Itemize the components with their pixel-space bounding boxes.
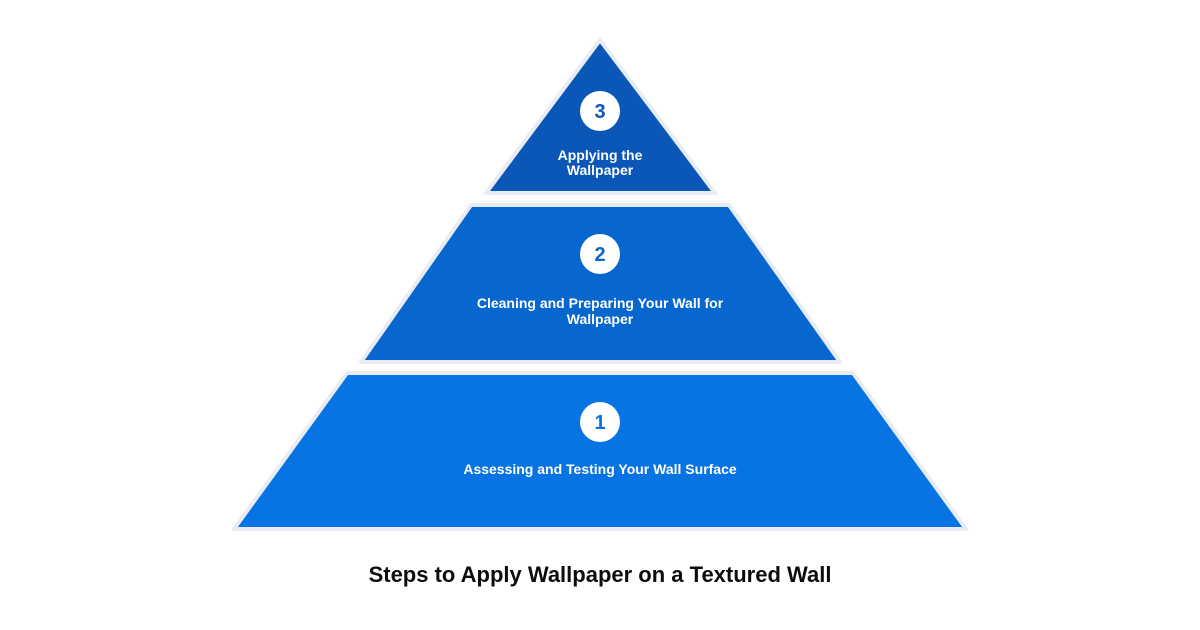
badge-2-number: 2 <box>594 244 605 266</box>
label-1: Assessing and Testing Your Wall Surface <box>463 461 737 477</box>
label-2-line: Cleaning and Preparing Your Wall for <box>477 295 724 311</box>
badge-2-circle <box>580 234 620 274</box>
tier-1-shape <box>232 371 968 531</box>
badge-1-circle <box>580 402 620 442</box>
badge-3-number: 3 <box>594 101 605 123</box>
badge-1-number: 1 <box>594 412 605 434</box>
label-1-line: Assessing and Testing Your Wall Surface <box>463 461 737 477</box>
diagram-caption: Steps to Apply Wallpaper on a Textured W… <box>368 562 832 587</box>
tier-2-shape <box>359 203 842 364</box>
badge-3-circle <box>580 91 620 131</box>
label-2-line: Wallpaper <box>567 311 634 327</box>
label-3-line: Wallpaper <box>567 162 634 178</box>
label-3-line: Applying the <box>558 147 643 163</box>
